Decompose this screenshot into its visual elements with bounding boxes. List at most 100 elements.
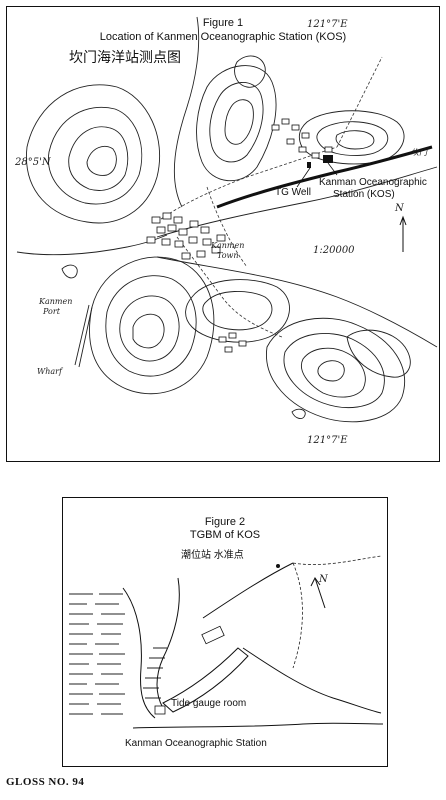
contour-ne-3 xyxy=(335,130,375,150)
figure-2-drawing xyxy=(69,555,384,729)
jetty-outline xyxy=(162,647,249,713)
town-block xyxy=(189,220,199,228)
road-1 xyxy=(156,146,338,223)
town-block xyxy=(298,146,307,153)
contour-se-5 xyxy=(317,360,345,382)
north-arrow-fig1 xyxy=(399,215,407,252)
contour-sw-2 xyxy=(105,275,197,377)
building-fig2 xyxy=(201,625,225,645)
road-3 xyxy=(336,56,383,148)
port-label-line1: Kanmen xyxy=(39,297,73,306)
path-fig2-1 xyxy=(292,562,303,669)
town-block xyxy=(151,216,161,224)
chinese-note-fig2: 潮位站 水准点 xyxy=(181,550,244,561)
north-label-fig1: N xyxy=(395,203,404,214)
longitude-top-label: 121°7'E xyxy=(307,19,348,30)
contour-sw-3 xyxy=(119,295,180,362)
latitude-left-label: 28°5'N xyxy=(15,157,51,168)
town-block xyxy=(211,246,221,254)
north-label-fig2: N xyxy=(319,574,328,585)
town-block xyxy=(200,226,210,234)
coastline-west xyxy=(16,234,168,256)
chinese-map-title: 坎门海洋站测点图 xyxy=(69,49,181,65)
contour-se-2 xyxy=(283,333,385,408)
town-block xyxy=(156,226,166,234)
figure-1-drawing xyxy=(16,16,438,423)
town-block xyxy=(181,252,191,260)
figure-2-title: Figure 2 xyxy=(204,516,246,528)
contour-nw-4 xyxy=(86,145,117,176)
contour-nw-2 xyxy=(47,106,143,205)
contour-nc-outer xyxy=(196,65,277,182)
coastline-north xyxy=(173,16,200,208)
canal-channel xyxy=(216,145,433,209)
contour-se-3 xyxy=(301,347,366,398)
town-block xyxy=(224,346,233,353)
contour-nc-2 xyxy=(209,82,264,163)
contour-nw-outer xyxy=(26,84,161,224)
town-block xyxy=(146,236,156,244)
contour-sc-2 xyxy=(202,290,273,331)
longitude-bottom-label: 121°7'E xyxy=(307,435,348,446)
contour-sc-outer xyxy=(185,279,290,343)
figure-2-subtitle: TGBM of KOS xyxy=(189,529,261,541)
contour-se-outer xyxy=(266,317,406,423)
gloss-number: GLOSS NO. 94 xyxy=(6,776,85,788)
town-block xyxy=(238,340,247,347)
figure-1-map: Figure 1 Location of Kanmen Oceanographi… xyxy=(6,6,440,462)
port-label-line2: Port xyxy=(43,307,60,316)
contour-nw-3 xyxy=(68,126,129,191)
town-block xyxy=(271,124,280,131)
scale-label: 1:20000 xyxy=(313,245,355,256)
contour-se-4 xyxy=(346,329,411,378)
figure-2-map: Figure 2 TGBM of KOS 潮位站 水准点 Tide gauge … xyxy=(62,497,388,767)
town-block xyxy=(167,224,177,232)
island-se xyxy=(291,408,306,419)
contour-ne-2 xyxy=(316,121,389,156)
kos-marker xyxy=(323,155,333,163)
road-fig2-a xyxy=(202,562,294,619)
tide-gauge-room-label: Tide gauge room xyxy=(171,698,247,709)
path-fig2-2 xyxy=(292,555,382,565)
town-block xyxy=(178,228,188,236)
town-block xyxy=(162,212,172,220)
north-arrow-fig2 xyxy=(310,577,326,609)
coastline-south xyxy=(156,256,438,348)
bench-mark xyxy=(276,564,280,568)
town-block xyxy=(216,234,226,242)
station-label-fig2: Kanman Oceanographic Station xyxy=(125,738,267,749)
town-label-line1: Kanmen xyxy=(211,241,245,250)
wharf-label: Wharf xyxy=(37,367,62,376)
town-block xyxy=(202,238,212,246)
figure-1-subtitle: Location of Kanmen Oceanographic Station… xyxy=(99,31,347,43)
town-block xyxy=(196,250,206,258)
town-block xyxy=(218,336,227,343)
town-block xyxy=(281,118,290,125)
shore-bottom xyxy=(132,722,384,729)
town-block xyxy=(228,332,237,339)
station-label-line2: Station (KOS) xyxy=(333,189,395,200)
town-block xyxy=(311,152,320,159)
station-label-line1: Kanman Oceanographic xyxy=(319,177,427,188)
island-west xyxy=(61,264,78,279)
town-block xyxy=(301,132,310,139)
town-block xyxy=(286,138,295,145)
pier-2 xyxy=(74,304,90,366)
road-4 xyxy=(206,186,248,268)
town-label-line2: Town xyxy=(217,251,239,260)
town-block xyxy=(188,236,198,244)
town-block xyxy=(174,240,184,248)
contour-sw-outer xyxy=(89,256,215,395)
tg-well-marker xyxy=(307,162,311,168)
shore-curve xyxy=(156,577,180,709)
pier xyxy=(78,306,93,368)
tg-well-label: TG Well xyxy=(275,187,311,198)
town-block xyxy=(324,146,333,153)
gauge-house xyxy=(154,705,166,715)
town-block xyxy=(161,238,171,246)
contour-nc-top xyxy=(234,55,266,88)
contour-sw-4 xyxy=(132,313,165,349)
water-hatching xyxy=(69,593,167,715)
coastline-fig2 xyxy=(122,587,156,719)
coastline-middle xyxy=(156,166,438,238)
